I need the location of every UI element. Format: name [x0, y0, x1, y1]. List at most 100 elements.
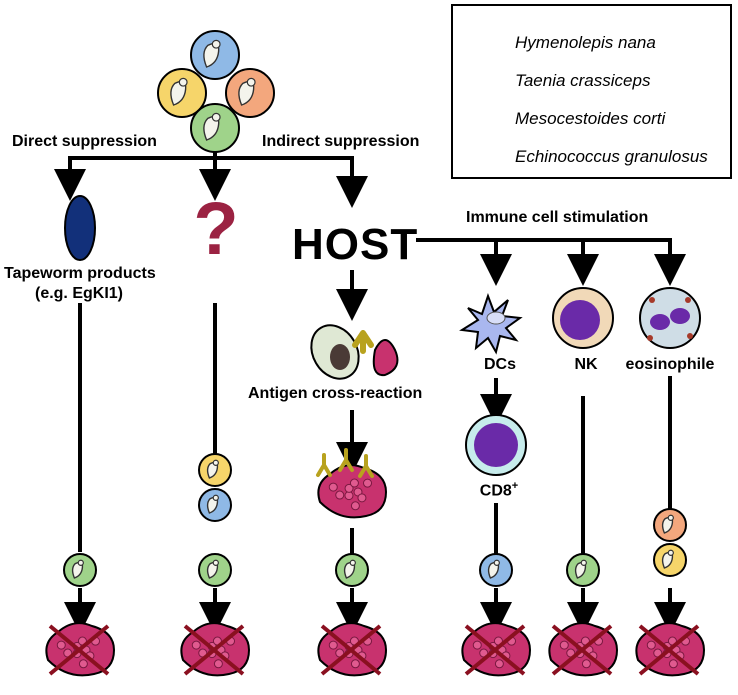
col2-hymenolepis-icon	[198, 453, 232, 487]
tumor-cell	[494, 659, 504, 669]
eosinophil-lobe-2	[670, 308, 690, 324]
col3-echinococcus-icon	[335, 553, 369, 587]
top-echinococcus-icon	[190, 103, 240, 153]
tumor-cell	[350, 659, 360, 669]
legend: Hymenolepis nana Taenia crassiceps Mesoc…	[451, 4, 732, 179]
nk-nucleus	[560, 300, 600, 340]
parasite-scolex	[667, 549, 674, 556]
cd8-text: CD8	[479, 482, 512, 500]
tumor-cell	[78, 659, 88, 669]
eosinophil-lobe-1	[650, 314, 670, 330]
cd8-superscript: +	[511, 480, 519, 492]
antigen-cross-reaction-label: Antigen cross-reaction	[248, 385, 423, 402]
parasite-scolex	[493, 559, 500, 566]
top-hymenolepis-icon	[157, 68, 207, 118]
col5-echinococcus-icon	[566, 553, 600, 587]
cd8-nucleus	[474, 423, 518, 467]
dc-body	[459, 293, 523, 355]
tumor-cell	[357, 493, 367, 503]
dead-tumor-4	[461, 622, 532, 677]
direct-suppression-label: Direct suppression	[12, 133, 157, 150]
tumor-cell	[328, 640, 338, 650]
tumor-cell	[344, 483, 354, 493]
parasite-scolex	[211, 112, 221, 122]
cross-line-2	[464, 624, 526, 676]
legend-item-mesocestoides: Mesocestoides corti	[515, 109, 666, 128]
cross-line-2	[183, 624, 245, 676]
bound-antibody-2	[338, 448, 354, 472]
eosinophil-granule-2	[685, 297, 691, 303]
col6-hymenolepis-icon	[653, 543, 687, 577]
parasite-scolex	[212, 559, 219, 566]
col2-echinococcus-icon	[198, 553, 232, 587]
tumor-cell	[472, 640, 482, 650]
dc-nucleus	[486, 311, 506, 325]
col2-taenia-icon	[198, 488, 232, 522]
parasite-scolex	[212, 459, 219, 466]
eosinophil-membrane	[639, 287, 701, 349]
tumor-cell	[335, 490, 345, 500]
tumor-cell	[350, 501, 360, 511]
dead-tumor-5	[548, 622, 619, 677]
col6-mesocestoides-icon	[653, 508, 687, 542]
tumor-cell	[559, 640, 569, 650]
eosinophile-label: eosinophile	[625, 356, 715, 373]
parasite-scolex	[212, 494, 219, 501]
indirect-suppression-label: Indirect suppression	[262, 133, 420, 150]
tumor-cell	[191, 640, 201, 650]
bound-antibody-1	[316, 453, 332, 477]
bound-antibody-3	[358, 454, 374, 478]
dead-tumor-1	[45, 622, 116, 677]
tumor-cell	[349, 478, 359, 488]
top-taenia-icon	[190, 30, 240, 80]
eosinophil-icon	[639, 287, 701, 349]
cross-line-2	[320, 624, 382, 676]
top-mesocestoides-icon	[225, 68, 275, 118]
tumor-cell	[56, 640, 66, 650]
dead-tumor-2	[180, 622, 251, 677]
nk-cell-icon	[552, 287, 614, 349]
cross-line-2	[48, 624, 110, 676]
tumor-cell	[646, 640, 656, 650]
antibody-icon	[352, 330, 374, 354]
tapeworm-products-example: (e.g. EgKI1)	[34, 285, 123, 302]
eosinophil-granule-4	[647, 335, 653, 341]
question-mark: ?	[193, 187, 239, 270]
tapeworm-products-label: Tapeworm products	[4, 265, 156, 282]
tumor-cell	[668, 659, 678, 669]
parasite-scolex	[246, 77, 256, 87]
legend-item-echinococcus: Echinococcus granulosus	[515, 147, 708, 166]
tumor-cell	[363, 478, 373, 488]
antibody-coated-tumor	[317, 464, 388, 519]
nk-label: NK	[574, 356, 598, 373]
col1-echinococcus-icon	[63, 553, 97, 587]
parasite-scolex	[349, 559, 356, 566]
cd8-label: CD8+	[464, 480, 534, 500]
antigen-cross-reaction-icon	[310, 324, 399, 380]
host-label: HOST	[292, 220, 419, 269]
parasite-scolex	[211, 39, 221, 49]
col4-taenia-icon	[479, 553, 513, 587]
parasite-scolex	[667, 514, 674, 521]
worm-core	[330, 344, 350, 370]
immune-stimulation-label: Immune cell stimulation	[466, 209, 649, 226]
cross-line-2	[638, 624, 700, 676]
dead-tumor-6	[635, 622, 706, 677]
legend-item-taenia: Taenia crassiceps	[515, 71, 651, 90]
parasite-scolex	[77, 559, 84, 566]
tapeworm-product-icon	[64, 195, 96, 261]
legend-item-hymenolepis: Hymenolepis nana	[515, 33, 656, 52]
cd8-cell-icon	[465, 414, 527, 476]
cross-line-2	[551, 624, 613, 676]
parasite-scolex	[580, 559, 587, 566]
tumor-cell	[213, 659, 223, 669]
dcs-label: DCs	[483, 356, 516, 373]
dendritic-cell-icon	[459, 293, 523, 355]
dead-tumor-3	[317, 622, 388, 677]
eosinophil-granule-3	[687, 333, 693, 339]
tumor-cell	[328, 482, 338, 492]
target-cell	[372, 339, 399, 377]
eosinophil-granule-1	[649, 297, 655, 303]
parasite-scolex	[178, 77, 188, 87]
